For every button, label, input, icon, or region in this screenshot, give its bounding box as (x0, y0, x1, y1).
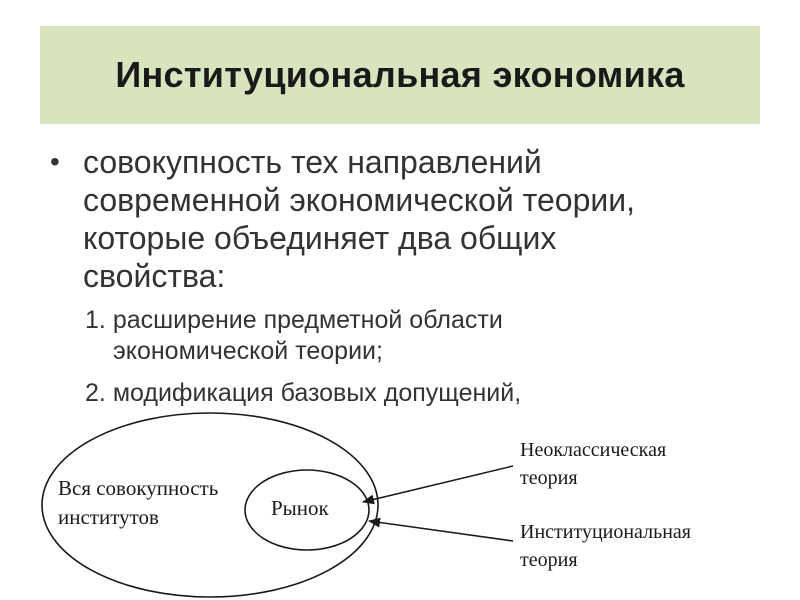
outer-ellipse (41, 412, 379, 598)
outer-label-line2: институтов (58, 505, 159, 529)
list-item-2: 2. модификация базовых допущений, (85, 378, 645, 414)
outer-label-line1: Вся совокупность (58, 476, 218, 500)
callout-institutional-line2: теория (520, 549, 578, 571)
arrow-institutional (368, 517, 514, 542)
list-item-1-number: 1. (85, 306, 106, 334)
list-item-2-number: 2. (85, 379, 106, 407)
bullet-dot-icon: • (50, 146, 60, 177)
list-item-1-line2: экономической теории; (113, 337, 383, 365)
list-item-1: 1. расширение предметной области экономи… (85, 305, 645, 367)
callout-institutional-line1: Институциональная (520, 521, 691, 543)
list-item-1-line1: расширение предметной области (112, 306, 503, 334)
main-bullet-text: совокупность тех направлений современной… (83, 144, 635, 294)
slide-title: Институциональная экономика (115, 54, 685, 95)
inner-ellipse (244, 469, 370, 551)
arrow-neoclassical (362, 465, 514, 505)
list-item-2-line1: модификация базовых допущений, (112, 379, 522, 407)
main-bullet: • совокупность тех направлений современн… (50, 143, 690, 295)
callout-neoclassical-line2: теория (520, 467, 578, 489)
inner-label: Рынок (271, 496, 330, 520)
callout-neoclassical-line1: Неоклассическая (520, 439, 666, 461)
title-bar: Институциональная экономика (40, 26, 760, 124)
